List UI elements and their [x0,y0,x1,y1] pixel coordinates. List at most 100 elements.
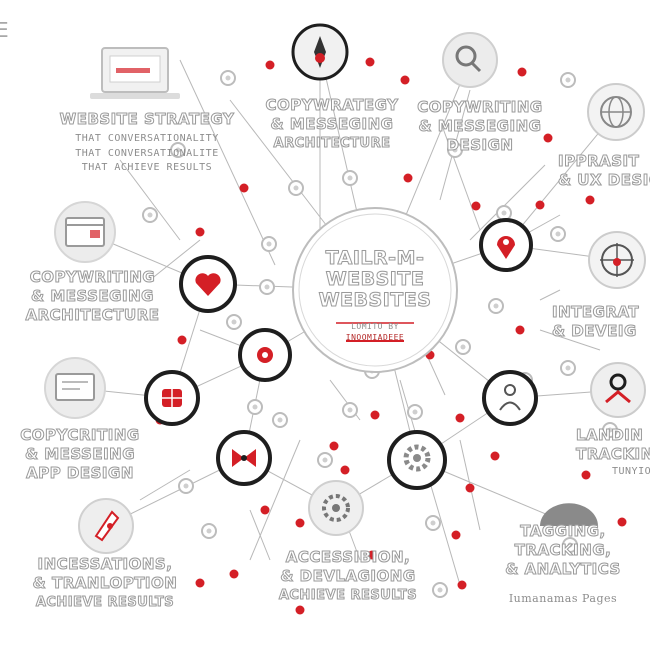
label-website-strategy-line3: THAT ACHIEVE RESULTS [81,162,213,173]
dashboard-icon [609,373,627,391]
red-dot [239,183,249,193]
red-dot [451,530,461,540]
label-accessibion-line2: & DEVLAGIONG [280,567,416,586]
connector-line [539,329,601,351]
label-copycriting-line3: APP DESIGN [26,464,134,483]
cog-icon [322,494,350,522]
gray-ring-center [183,483,189,489]
label-copycriting-line2: & MESSEING [24,445,136,464]
grid-node [144,370,200,426]
gray-ring-center [347,175,353,181]
gray-ring-center [264,284,270,290]
red-dot [585,195,595,205]
label-website-strategy-line1: THAT CONVERSATIONALITY [75,133,219,144]
label-ippras: IPPRASIT & UX DESIG [558,152,650,190]
pin-node [479,218,533,272]
label-copywriting-arch-line1: COPYWRITING [29,268,156,287]
connector-line [139,469,191,501]
center-title-line3: WEBSITES [318,289,432,311]
red-dot [455,413,465,423]
red-dot [515,325,525,335]
red-dot [517,67,527,77]
laptop-node [90,47,180,99]
red-dot [403,173,413,183]
gray-ring-center [452,147,458,153]
target-node [588,231,646,289]
label-copywriting-arch-line2: & MESSEGING [31,287,154,306]
gray-ring-center [437,587,443,593]
heart-node [179,255,237,313]
gray-ring-center [460,344,466,350]
red-dot [543,133,553,143]
label-incessations-line1: INCESSATIONS, [37,555,173,574]
connector-line [229,99,331,231]
red-dot [465,483,475,493]
red-dot [265,60,275,70]
hemisphere-icon [540,503,598,526]
gray-ring-center [493,303,499,309]
label-copywratgy: COPYWRATEGY & MESSEGING ARCHITECTURE [252,96,412,153]
label-ippras-line2: & UX DESIG [558,171,650,190]
cog-node [308,480,364,536]
label-incessations-line3: ACHIEVE RESULTS [35,595,175,611]
connector-line [149,239,201,281]
label-integrat-line1: INTEGRAT [552,303,640,322]
red-dot [340,465,350,475]
label-incessations-line2: & TRANLOPTION [32,574,178,593]
window-node [54,201,116,263]
red-dot [370,410,380,420]
label-tagging-line2: TRACKING, [514,541,612,560]
label-accessibion: ACCESSIBION, & DEVLAGIONG ACHIEVE RESULT… [258,548,438,605]
label-accessibion-line1: ACCESSIBION, [285,548,411,567]
edge-letter: E [0,18,9,42]
location-pin-icon [497,236,515,259]
label-integrat: INTEGRAT & DEVEIG [552,303,650,341]
label-incessations: INCESSATIONS, & TRANLOPTION ACHIEVE RESU… [20,555,190,612]
red-dot [329,441,339,451]
red-dot [617,517,627,527]
gray-ring-center [501,210,507,216]
label-copywriting-arch: COPYWRITING & MESSEGING ARCHITECTURE [10,268,175,325]
gear-icon [403,444,431,472]
label-accessibion-line3: ACHIEVE RESULTS [278,588,418,604]
heart-icon [195,273,221,296]
connector-line [439,119,481,231]
connector-line [119,159,181,241]
gray-ring-center [322,457,328,463]
label-landing-line2: TRACKIN [576,445,650,464]
label-ippras-line1: IPPRASIT [558,152,640,171]
label-copywriting-design-line1: COPYWRITING [417,98,543,117]
connector-line [469,164,546,241]
center-byline: LOMITO BY [351,322,399,331]
red-dot [471,201,481,211]
label-website-strategy-line2: THAT CONVERSATIONALITE [75,148,219,159]
red-dot [581,470,591,480]
gray-ring-center [347,407,353,413]
center-title-line2: WEBSITE [325,268,425,290]
label-landing-line3: TUNYIOLS [612,466,650,477]
pen-node [78,498,134,554]
monitor-icon [55,373,95,401]
label-landing: LANDIN TRACKIN [576,426,650,464]
person-node [482,370,538,426]
gray-ring-center [266,241,272,247]
gray-ring-center [430,520,436,526]
magnifier-icon [455,45,477,67]
red-dot [295,605,305,615]
record-node [238,328,292,382]
red-dot [365,57,375,67]
label-copywriting-arch-line3: ARCHITECTURE [25,306,160,325]
red-dot [400,75,410,85]
label-copywratgy-line2: & MESSEGING [270,115,394,134]
red-dot [535,200,545,210]
gray-ring-center [206,528,212,534]
label-copywratgy-line3: ARCHITECTURE [273,136,391,152]
label-tagging-line1: TAGGING, [520,522,606,541]
red-dot [490,451,500,461]
red-dot [229,569,239,579]
center-hub [292,207,458,373]
gray-ring-center [565,77,571,83]
dashboard-node [590,362,646,418]
label-copywriting-design: COPYWRITING & MESSEGING DESIGN [405,98,555,155]
